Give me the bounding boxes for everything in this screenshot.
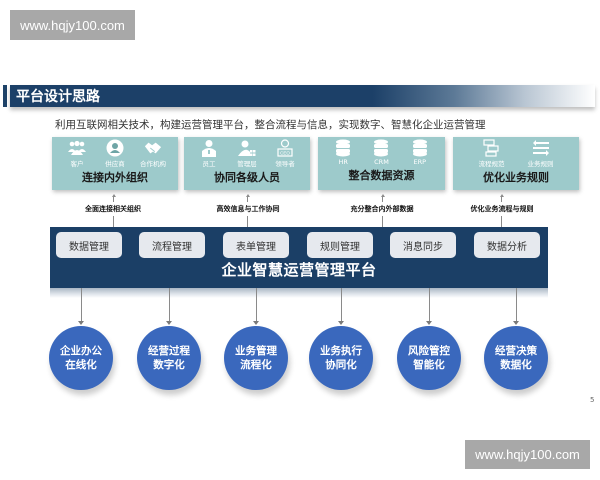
outcome-office-online: 企业办公 在线化: [49, 326, 113, 390]
watermark-top: www.hqjy100.com: [10, 10, 135, 40]
box-coordinate-staff: 员工 管理层 CEO 领导者 协同各级人员: [184, 137, 310, 190]
arrow-up-icon: [381, 194, 385, 197]
arrow-up-icon: [246, 194, 250, 197]
box-integrate-data: HR CRM ERP 整合数据资源: [318, 137, 445, 190]
module-message-sync[interactable]: 消息同步: [390, 232, 456, 258]
arrow-down-icon: [253, 321, 259, 325]
connector-line: [382, 196, 383, 202]
page-title: 平台设计思路: [16, 89, 100, 105]
connector-line: [501, 216, 502, 227]
connector-line: [341, 288, 342, 322]
outcome-line2: 协同化: [325, 359, 357, 371]
icon-label: 流程规范: [478, 160, 505, 168]
supplier-user-icon: [106, 139, 124, 157]
arrow-down-icon: [166, 321, 172, 325]
arrow-up-icon: [500, 194, 504, 197]
outcome-line1: 业务执行: [320, 345, 362, 357]
icon-label: 管理层: [237, 160, 257, 168]
connector-line: [81, 288, 82, 322]
process-flow-icon: [482, 139, 501, 157]
connector-label: 全面连接相关组织: [85, 205, 141, 213]
connector-line: [247, 216, 248, 227]
title-accent-stripe: [3, 85, 7, 107]
icon-label: HR: [338, 158, 348, 166]
box-connect-organizations: 客户 供应商 合作机构 连接内外组织: [52, 137, 178, 190]
outcome-line1: 经营过程: [148, 345, 190, 357]
outcome-line1: 业务管理: [235, 345, 277, 357]
connector-line: [256, 288, 257, 322]
outcome-decision-data: 经营决策 数据化: [484, 326, 548, 390]
arrow-down-icon: [338, 321, 344, 325]
page-number: 5: [590, 396, 595, 404]
connector-line: [247, 196, 248, 202]
box-title: 优化业务规则: [483, 171, 549, 184]
outcome-management-process: 业务管理 流程化: [224, 326, 288, 390]
outcome-line1: 风险管控: [408, 345, 450, 357]
handshake-icon: [144, 139, 162, 157]
arrow-down-icon: [78, 321, 84, 325]
outcome-line2: 数字化: [153, 359, 185, 371]
connector-line: [113, 196, 114, 202]
outcome-line1: 经营决策: [495, 345, 537, 357]
box-title: 协同各级人员: [214, 171, 280, 184]
watermark-bottom: www.hqjy100.com: [465, 440, 590, 469]
connector-line: [113, 216, 114, 227]
module-data-management[interactable]: 数据管理: [56, 232, 122, 258]
module-rule-management[interactable]: 规则管理: [307, 232, 373, 258]
platform-shadow: [50, 288, 548, 298]
connector-label: 高效信息与工作协同: [216, 205, 280, 213]
connector-label: 充分整合内外部数据: [350, 205, 414, 213]
manager-icon: [238, 139, 256, 157]
icon-label: 供应商: [105, 160, 125, 168]
connector-line: [501, 196, 502, 202]
box-title: 整合数据资源: [348, 169, 415, 182]
svg-text:CEO: CEO: [280, 151, 290, 156]
icon-label: 员工: [202, 160, 216, 168]
icon-label: 业务规则: [527, 160, 554, 168]
database-crm-icon: [372, 139, 390, 157]
outcome-line2: 流程化: [240, 359, 272, 371]
icon-label: 合作机构: [140, 160, 166, 168]
connector-line: [429, 288, 430, 322]
icon-label: 客户: [70, 160, 84, 168]
outcome-risk-intelligent: 风险管控 智能化: [397, 326, 461, 390]
arrow-down-icon: [513, 321, 519, 325]
connector-label: 优化业务流程与规则: [470, 205, 534, 213]
database-erp-icon: [411, 139, 429, 157]
icon-label: ERP: [413, 158, 427, 166]
outcome-line1: 企业办公: [60, 345, 102, 357]
customer-group-icon: [68, 139, 86, 157]
outcome-line2: 数据化: [500, 359, 532, 371]
box-optimize-rules: 流程规范 业务规则 优化业务规则: [453, 137, 579, 190]
outcome-execution-collaborative: 业务执行 协同化: [309, 326, 373, 390]
connector-line: [169, 288, 170, 322]
subtitle-text: 利用互联网相关技术，构建运营管理平台，整合流程与信息，实现数字、智慧化企业运营管…: [55, 119, 486, 131]
icon-label: 领导者: [275, 160, 295, 168]
box-title: 连接内外组织: [82, 171, 148, 184]
module-data-analysis[interactable]: 数据分析: [474, 232, 540, 258]
business-rules-icon: [532, 139, 550, 157]
arrow-up-icon: [112, 194, 116, 197]
module-process-management[interactable]: 流程管理: [139, 232, 205, 258]
outcome-line2: 智能化: [413, 359, 445, 371]
platform-bar: 数据管理 流程管理 表单管理 规则管理 消息同步 数据分析 企业智慧运营管理平台: [50, 227, 548, 288]
connector-line: [382, 216, 383, 227]
arrow-down-icon: [426, 321, 432, 325]
employee-icon: [200, 139, 218, 157]
module-form-management[interactable]: 表单管理: [223, 232, 289, 258]
database-hr-icon: [334, 139, 352, 157]
outcome-line2: 在线化: [65, 359, 97, 371]
page-title-bar: 平台设计思路: [10, 85, 595, 107]
connector-line: [516, 288, 517, 322]
platform-title: 企业智慧运营管理平台: [221, 261, 377, 279]
outcome-operations-digital: 经营过程 数字化: [137, 326, 201, 390]
icon-label: CRM: [374, 158, 389, 166]
ceo-icon: CEO: [276, 139, 294, 157]
